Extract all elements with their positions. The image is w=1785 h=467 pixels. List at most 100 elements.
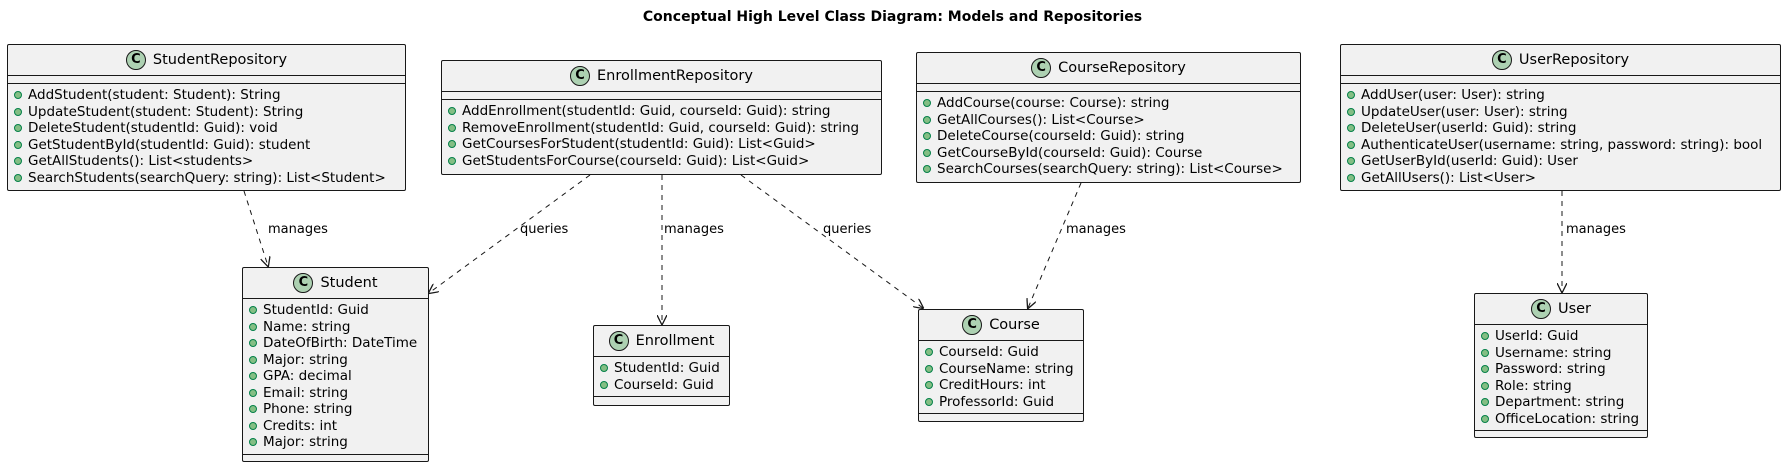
class-method: AuthenticateUser(username: string, passw…	[1347, 137, 1774, 154]
class-method: UpdateStudent(student: Student): String	[14, 104, 399, 121]
public-visibility-icon	[1481, 348, 1489, 357]
edge-label-userrepository-user: manages	[1566, 222, 1626, 237]
class-field: ProfessorId: Guid	[925, 394, 1077, 411]
public-visibility-icon	[1481, 365, 1489, 374]
public-visibility-icon	[14, 91, 22, 100]
edge-studentrepository-student	[243, 190, 268, 266]
field-signature: Password: string	[1495, 361, 1606, 377]
public-visibility-icon	[249, 372, 257, 381]
class-name: Enrollment	[635, 333, 715, 349]
class-name: StudentRepository	[152, 52, 288, 68]
public-visibility-icon	[1347, 140, 1355, 149]
edge-label-enrollmentrepository-enrollment: manages	[664, 222, 724, 237]
class-field: Department: string	[1481, 394, 1641, 411]
public-visibility-icon	[600, 364, 608, 373]
public-visibility-icon	[14, 124, 22, 133]
class-icon: C	[1491, 50, 1512, 70]
public-visibility-icon	[1347, 91, 1355, 100]
class-field: Major: string	[249, 434, 422, 451]
empty-compartment	[442, 91, 881, 99]
public-visibility-icon	[925, 348, 933, 357]
empty-compartment	[1475, 430, 1647, 438]
field-signature: Role: string	[1495, 377, 1572, 394]
class-user-repository[interactable]: C UserRepository AddUser(user: User): st…	[1340, 44, 1781, 191]
class-method: GetAllUsers(): List<User>	[1347, 170, 1774, 187]
class-icon: C	[1031, 58, 1052, 78]
class-method: DeleteCourse(courseId: Guid): string	[923, 128, 1294, 145]
field-signature: Name: string	[263, 318, 351, 335]
field-signature: DateOfBirth: DateTime	[263, 335, 418, 351]
class-icon: C	[962, 315, 983, 335]
edge-label-courserepository-course: manages	[1066, 222, 1126, 237]
empty-compartment	[8, 75, 405, 83]
class-method: GetCourseById(courseId: Guid): Course	[923, 145, 1294, 162]
method-signature: GetAllStudents(): List<students>	[28, 153, 254, 169]
class-field: UserId: Guid	[1481, 328, 1641, 345]
diagram-title: Conceptual High Level Class Diagram: Mod…	[642, 9, 1143, 25]
class-icon: C	[125, 50, 146, 70]
public-visibility-icon	[448, 107, 456, 116]
method-signature: AddStudent(student: Student): String	[28, 87, 281, 103]
class-method: DeleteStudent(studentId: Guid): void	[14, 120, 399, 137]
class-course-repository[interactable]: C CourseRepository AddCourse(course: Cou…	[916, 52, 1301, 183]
class-header: C User	[1475, 294, 1647, 324]
empty-compartment	[1341, 75, 1780, 83]
public-visibility-icon	[249, 339, 257, 348]
public-visibility-icon	[448, 123, 456, 132]
public-visibility-icon	[14, 173, 22, 182]
class-student-repository[interactable]: C StudentRepository AddStudent(student: …	[7, 44, 406, 191]
class-field: CourseName: string	[925, 361, 1077, 378]
public-visibility-icon	[1481, 414, 1489, 423]
field-signature: Major: string	[263, 351, 348, 368]
field-signature: CourseId: Guid	[939, 344, 1039, 360]
public-visibility-icon	[14, 107, 22, 116]
class-method: GetAllStudents(): List<students>	[14, 153, 399, 170]
class-icon: C	[570, 66, 591, 86]
class-name: Student	[320, 275, 378, 291]
class-method: AddUser(user: User): string	[1347, 87, 1774, 104]
public-visibility-icon	[14, 157, 22, 166]
empty-compartment	[919, 413, 1083, 421]
field-signature: ProfessorId: Guid	[939, 393, 1055, 410]
class-field: DateOfBirth: DateTime	[249, 335, 422, 352]
field-signature: Major: string	[263, 434, 348, 450]
edge-label-enrollmentrepository-student: queries	[520, 222, 569, 237]
edge-enrollmentrepository-student	[429, 174, 591, 293]
method-signature: GetStudentsForCourse(courseId: Guid): Li…	[462, 152, 810, 169]
method-signature: AddCourse(course: Course): string	[937, 95, 1170, 111]
method-signature: GetCoursesForStudent(studentId: Guid): L…	[462, 136, 816, 152]
class-icon: C	[608, 331, 629, 351]
public-visibility-icon	[249, 388, 257, 397]
public-visibility-icon	[249, 322, 257, 331]
public-visibility-icon	[249, 405, 257, 414]
field-signature: CourseId: Guid	[614, 376, 714, 393]
method-signature: UpdateStudent(student: Student): String	[28, 103, 304, 120]
class-field: Role: string	[1481, 378, 1641, 395]
method-signature: DeleteUser(userId: Guid): string	[1361, 120, 1577, 136]
empty-compartment	[594, 396, 729, 404]
class-name: CourseRepository	[1058, 60, 1186, 76]
method-signature: SearchStudents(searchQuery: string): Lis…	[28, 169, 386, 186]
class-enrollment-repository[interactable]: C EnrollmentRepository AddEnrollment(stu…	[441, 60, 882, 175]
class-method: GetUserById(userId: Guid): User	[1347, 153, 1774, 170]
class-method: GetAllCourses(): List<Course>	[923, 112, 1294, 129]
class-name: Course	[989, 317, 1040, 333]
class-field: Password: string	[1481, 361, 1641, 378]
method-signature: DeleteCourse(courseId: Guid): string	[937, 128, 1185, 144]
public-visibility-icon	[925, 364, 933, 373]
class-field: Phone: string	[249, 401, 422, 418]
class-method: AddCourse(course: Course): string	[923, 95, 1294, 112]
class-method: UpdateUser(user: User): string	[1347, 104, 1774, 121]
class-field: StudentId: Guid	[600, 360, 723, 377]
public-visibility-icon	[923, 132, 931, 141]
public-visibility-icon	[923, 148, 931, 157]
class-field: OfficeLocation: string	[1481, 411, 1641, 428]
public-visibility-icon	[1347, 157, 1355, 166]
